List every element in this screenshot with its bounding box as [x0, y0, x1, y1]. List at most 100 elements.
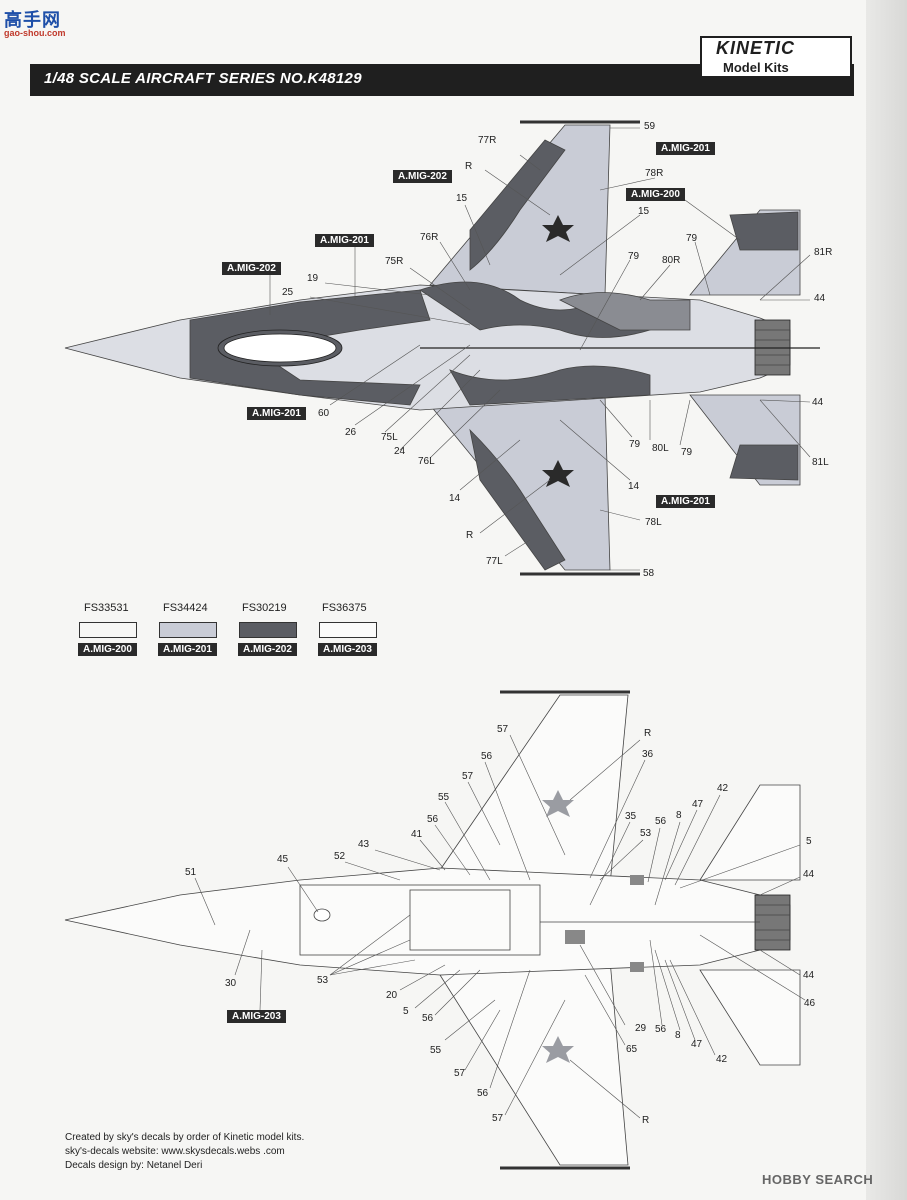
- palette-fs-code: FS36375: [322, 602, 367, 614]
- callout-label: 56: [477, 1088, 489, 1099]
- callout-label: 55: [438, 792, 450, 803]
- callout-label: 57: [497, 724, 509, 735]
- paint-tag: A.MIG-202: [393, 170, 452, 183]
- callout-label: 57: [462, 771, 474, 782]
- callout-label: 42: [717, 783, 729, 794]
- palette-fs-code: FS33531: [84, 602, 129, 614]
- callout-label: 76R: [420, 232, 439, 243]
- callout-label: 56: [427, 814, 439, 825]
- palette-fs-code: FS30219: [242, 602, 287, 614]
- series-title: 1/48 SCALE AIRCRAFT SERIES NO.K48129: [44, 70, 362, 87]
- callout-label: 59: [644, 121, 656, 132]
- callout-label: 14: [449, 493, 461, 504]
- callout-label: 56: [655, 1024, 667, 1035]
- callout-label: 78R: [645, 168, 664, 179]
- callout-label: 5: [806, 836, 812, 847]
- callout-label: 75R: [385, 256, 404, 267]
- callout-label: 8: [675, 1030, 681, 1041]
- callout-label: 56: [422, 1013, 434, 1024]
- callout-label: R: [466, 530, 474, 541]
- callout-label: 44: [814, 293, 826, 304]
- callout-label: 14: [628, 481, 640, 492]
- callout-label: 19: [307, 273, 319, 284]
- callout-label: 53: [640, 828, 652, 839]
- callout-label: 56: [481, 751, 493, 762]
- callout-label: 75L: [381, 432, 398, 443]
- palette-swatch: [79, 622, 137, 638]
- callout-label: 44: [803, 869, 815, 880]
- callout-label: 42: [716, 1054, 728, 1065]
- callout-label: 45: [277, 854, 289, 865]
- callout-label: 57: [492, 1113, 504, 1124]
- paint-tag: A.MIG-203: [227, 1010, 286, 1023]
- credit-line: Decals design by: Netanel Deri: [65, 1160, 203, 1171]
- callout-label: 26: [345, 427, 357, 438]
- callout-label: 8: [676, 810, 682, 821]
- site-watermark-logo: 高手网: [4, 10, 61, 30]
- callout-label: 46: [804, 998, 816, 1009]
- callout-label: 55: [430, 1045, 442, 1056]
- palette-swatch: [239, 622, 297, 638]
- palette-code: A.MIG-200: [78, 643, 137, 656]
- callout-label: 43: [358, 839, 370, 850]
- callout-label: 80L: [652, 443, 669, 454]
- callout-label: 35: [625, 811, 637, 822]
- palette-swatch: [159, 622, 217, 638]
- callout-label: 79: [629, 439, 641, 450]
- callout-label: 60: [318, 408, 330, 419]
- callout-label: 15: [456, 193, 468, 204]
- callout-label: 20: [386, 990, 398, 1001]
- callout-label: 30: [225, 978, 237, 989]
- site-watermark-url: gao-shou.com: [4, 28, 66, 38]
- callout-label: 78L: [645, 517, 662, 528]
- callout-label: 57: [454, 1068, 466, 1079]
- callout-label: 47: [691, 1039, 703, 1050]
- callout-label: 77R: [478, 135, 497, 146]
- paint-tag: A.MIG-201: [315, 234, 374, 247]
- callout-label: 29: [635, 1023, 647, 1034]
- paint-tag: A.MIG-201: [247, 407, 306, 420]
- callout-label: 47: [692, 799, 704, 810]
- paint-tag: A.MIG-200: [626, 188, 685, 201]
- paint-tag: A.MIG-201: [656, 495, 715, 508]
- callout-label: 5: [403, 1006, 409, 1017]
- callout-label: 79: [686, 233, 698, 244]
- callout-label: 76L: [418, 456, 435, 467]
- callout-label: R: [644, 728, 652, 739]
- callout-label: 24: [394, 446, 406, 457]
- callout-label: 58: [643, 568, 655, 579]
- paint-tag: A.MIG-201: [656, 142, 715, 155]
- callout-label: 52: [334, 851, 346, 862]
- bottom-view-aircraft: [64, 690, 801, 1170]
- callout-label: 65: [626, 1044, 638, 1055]
- paint-tag: A.MIG-202: [222, 262, 281, 275]
- credit-line: sky's-decals website: www.skysdecals.web…: [65, 1146, 285, 1157]
- palette-code: A.MIG-201: [158, 643, 217, 656]
- palette-code: A.MIG-202: [238, 643, 297, 656]
- palette-code: A.MIG-203: [318, 643, 377, 656]
- callout-label: 81R: [814, 247, 833, 258]
- callout-label: 79: [681, 447, 693, 458]
- callout-label: 44: [812, 397, 824, 408]
- callout-label: 51: [185, 867, 197, 878]
- credit-line: Created by sky's decals by order of Kine…: [65, 1132, 305, 1143]
- callout-label: 56: [655, 816, 667, 827]
- page-edge-shadow: [866, 0, 907, 1200]
- callout-label: 44: [803, 970, 815, 981]
- brand-subtitle: Model Kits: [723, 60, 789, 75]
- callout-label: 81L: [812, 457, 829, 468]
- palette-fs-code: FS34424: [163, 602, 208, 614]
- callout-label: 77L: [486, 556, 503, 567]
- callout-label: 15: [638, 206, 650, 217]
- callout-label: 80R: [662, 255, 681, 266]
- callout-label: 79: [628, 251, 640, 262]
- brand-name: KINETIC: [716, 38, 795, 58]
- callout-label: 36: [642, 749, 654, 760]
- top-view-aircraft: [64, 120, 820, 576]
- callout-label: 53: [317, 975, 329, 986]
- callout-label: 41: [411, 829, 423, 840]
- hobby-search-watermark: HOBBY SEARCH: [762, 1172, 874, 1187]
- callout-label: R: [465, 161, 473, 172]
- palette-swatch: [319, 622, 377, 638]
